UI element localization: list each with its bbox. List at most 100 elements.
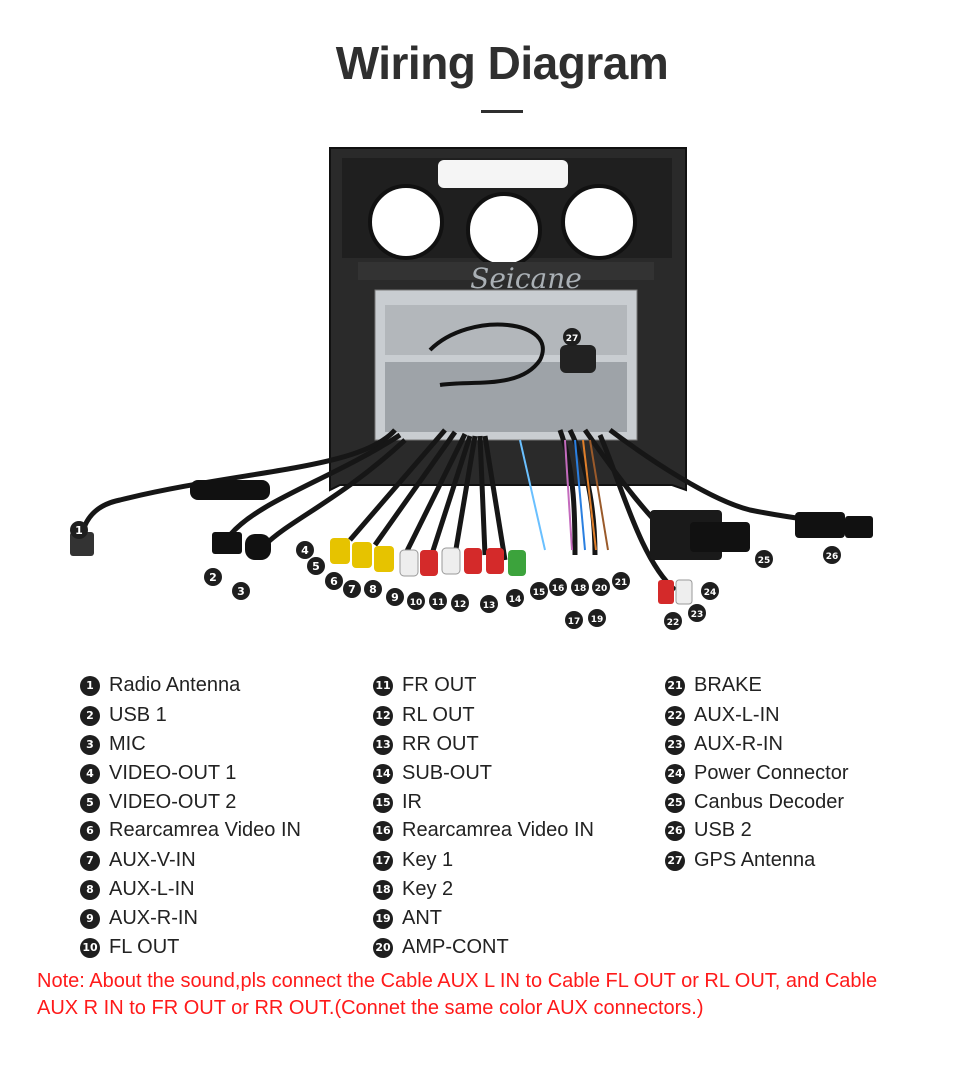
wiring-illustration: Seicane xyxy=(70,147,873,630)
number-badge: 25 xyxy=(665,792,685,813)
svg-text:19: 19 xyxy=(591,615,604,625)
number-badge: 1 xyxy=(80,675,100,696)
svg-text:11: 11 xyxy=(432,598,445,608)
svg-text:1: 1 xyxy=(75,524,83,537)
legend-label: Rearcamrea Video IN xyxy=(402,819,594,841)
callout-14 xyxy=(506,589,524,607)
callout-21 xyxy=(612,572,630,590)
svg-text:10: 10 xyxy=(410,598,423,608)
svg-text:2: 2 xyxy=(209,571,217,584)
callout-25 xyxy=(755,550,773,568)
legend-label: AUX-V-IN xyxy=(109,849,196,871)
callout-9 xyxy=(386,588,404,606)
number-badge: 13 xyxy=(373,734,393,755)
legend-item: 18 Key 2 xyxy=(373,878,453,901)
svg-text:20: 20 xyxy=(595,584,608,594)
number-badge: 18 xyxy=(373,879,393,900)
legend-item: 12 RL OUT xyxy=(373,704,475,727)
number-badge: 5 xyxy=(80,792,100,813)
legend-label: BRAKE xyxy=(694,674,762,696)
number-badge: 10 xyxy=(80,937,100,958)
callout-12 xyxy=(451,594,469,612)
svg-text:23: 23 xyxy=(691,610,704,620)
number-badge: 14 xyxy=(373,763,393,784)
legend-label: SUB-OUT xyxy=(402,762,492,784)
legend-label: Rearcamrea Video IN xyxy=(109,819,301,841)
callout-17 xyxy=(565,611,583,629)
callout-1 xyxy=(70,521,88,539)
number-badge: 2 xyxy=(80,705,100,726)
sound-note: Note: About the sound,pls connect the Ca… xyxy=(37,968,937,1022)
callout-19 xyxy=(588,609,606,627)
svg-text:26: 26 xyxy=(826,552,839,562)
number-badge: 9 xyxy=(80,908,100,929)
svg-text:6: 6 xyxy=(330,575,338,588)
callouts xyxy=(70,328,841,630)
svg-text:9: 9 xyxy=(391,591,399,604)
note-line-1: Note: About the sound,pls connect the Ca… xyxy=(37,970,878,992)
svg-text:22: 22 xyxy=(667,618,680,628)
legend-item: 24 Power Connector xyxy=(665,762,849,785)
callout-18 xyxy=(571,578,589,596)
callout-7 xyxy=(343,580,361,598)
legend-label: FL OUT xyxy=(109,936,180,958)
legend-item: 25 Canbus Decoder xyxy=(665,791,844,814)
number-badge: 22 xyxy=(665,705,685,726)
callout-24 xyxy=(701,582,719,600)
svg-text:18: 18 xyxy=(574,584,587,594)
number-badge: 24 xyxy=(665,763,685,784)
number-badge: 3 xyxy=(80,734,100,755)
callout-11 xyxy=(429,592,447,610)
legend-label: RL OUT xyxy=(402,704,475,726)
callout-4 xyxy=(296,541,314,559)
callout-numbers: 1 2 3 4 5 6 7 8 9 10 11 12 13 14 15 16 1… xyxy=(75,334,838,628)
brand-watermark: Seicane xyxy=(470,262,582,295)
note-line-2: AUX R IN to FR OUT or RR OUT.(Connet the… xyxy=(37,997,704,1019)
callout-27 xyxy=(563,328,581,346)
legend-label: AMP-CONT xyxy=(402,936,509,958)
legend-item: 23 AUX-R-IN xyxy=(665,733,783,756)
callout-5 xyxy=(307,557,325,575)
number-badge: 6 xyxy=(80,820,100,841)
legend-item: 22 AUX-L-IN xyxy=(665,704,780,727)
legend-label: VIDEO-OUT 1 xyxy=(109,762,237,784)
plugs xyxy=(70,480,873,560)
svg-text:8: 8 xyxy=(369,583,377,596)
svg-text:13: 13 xyxy=(483,601,496,611)
gps-antenna xyxy=(428,322,596,387)
svg-text:7: 7 xyxy=(348,583,356,596)
svg-text:24: 24 xyxy=(704,588,717,598)
number-badge: 12 xyxy=(373,705,393,726)
title-underline xyxy=(481,110,523,113)
callout-10 xyxy=(407,592,425,610)
number-badge: 19 xyxy=(373,908,393,929)
callout-26 xyxy=(823,546,841,564)
callout-6 xyxy=(325,572,343,590)
svg-text:3: 3 xyxy=(237,585,245,598)
callout-2 xyxy=(204,568,222,586)
legend-label: AUX-L-IN xyxy=(694,704,780,726)
callout-22 xyxy=(664,612,682,630)
svg-text:17: 17 xyxy=(568,617,581,627)
number-badge: 8 xyxy=(80,879,100,900)
legend-label: Canbus Decoder xyxy=(694,791,845,813)
legend-label: AUX-R-IN xyxy=(694,733,783,755)
number-badge: 11 xyxy=(373,675,393,696)
legend-label: Power Connector xyxy=(694,762,849,784)
legend-label: Key 2 xyxy=(402,878,454,900)
fine-wires xyxy=(519,439,609,551)
number-badge: 27 xyxy=(665,850,685,871)
number-badge: 23 xyxy=(665,734,685,755)
svg-text:12: 12 xyxy=(454,600,467,610)
callout-20 xyxy=(592,578,610,596)
legend-label: IR xyxy=(402,791,422,813)
